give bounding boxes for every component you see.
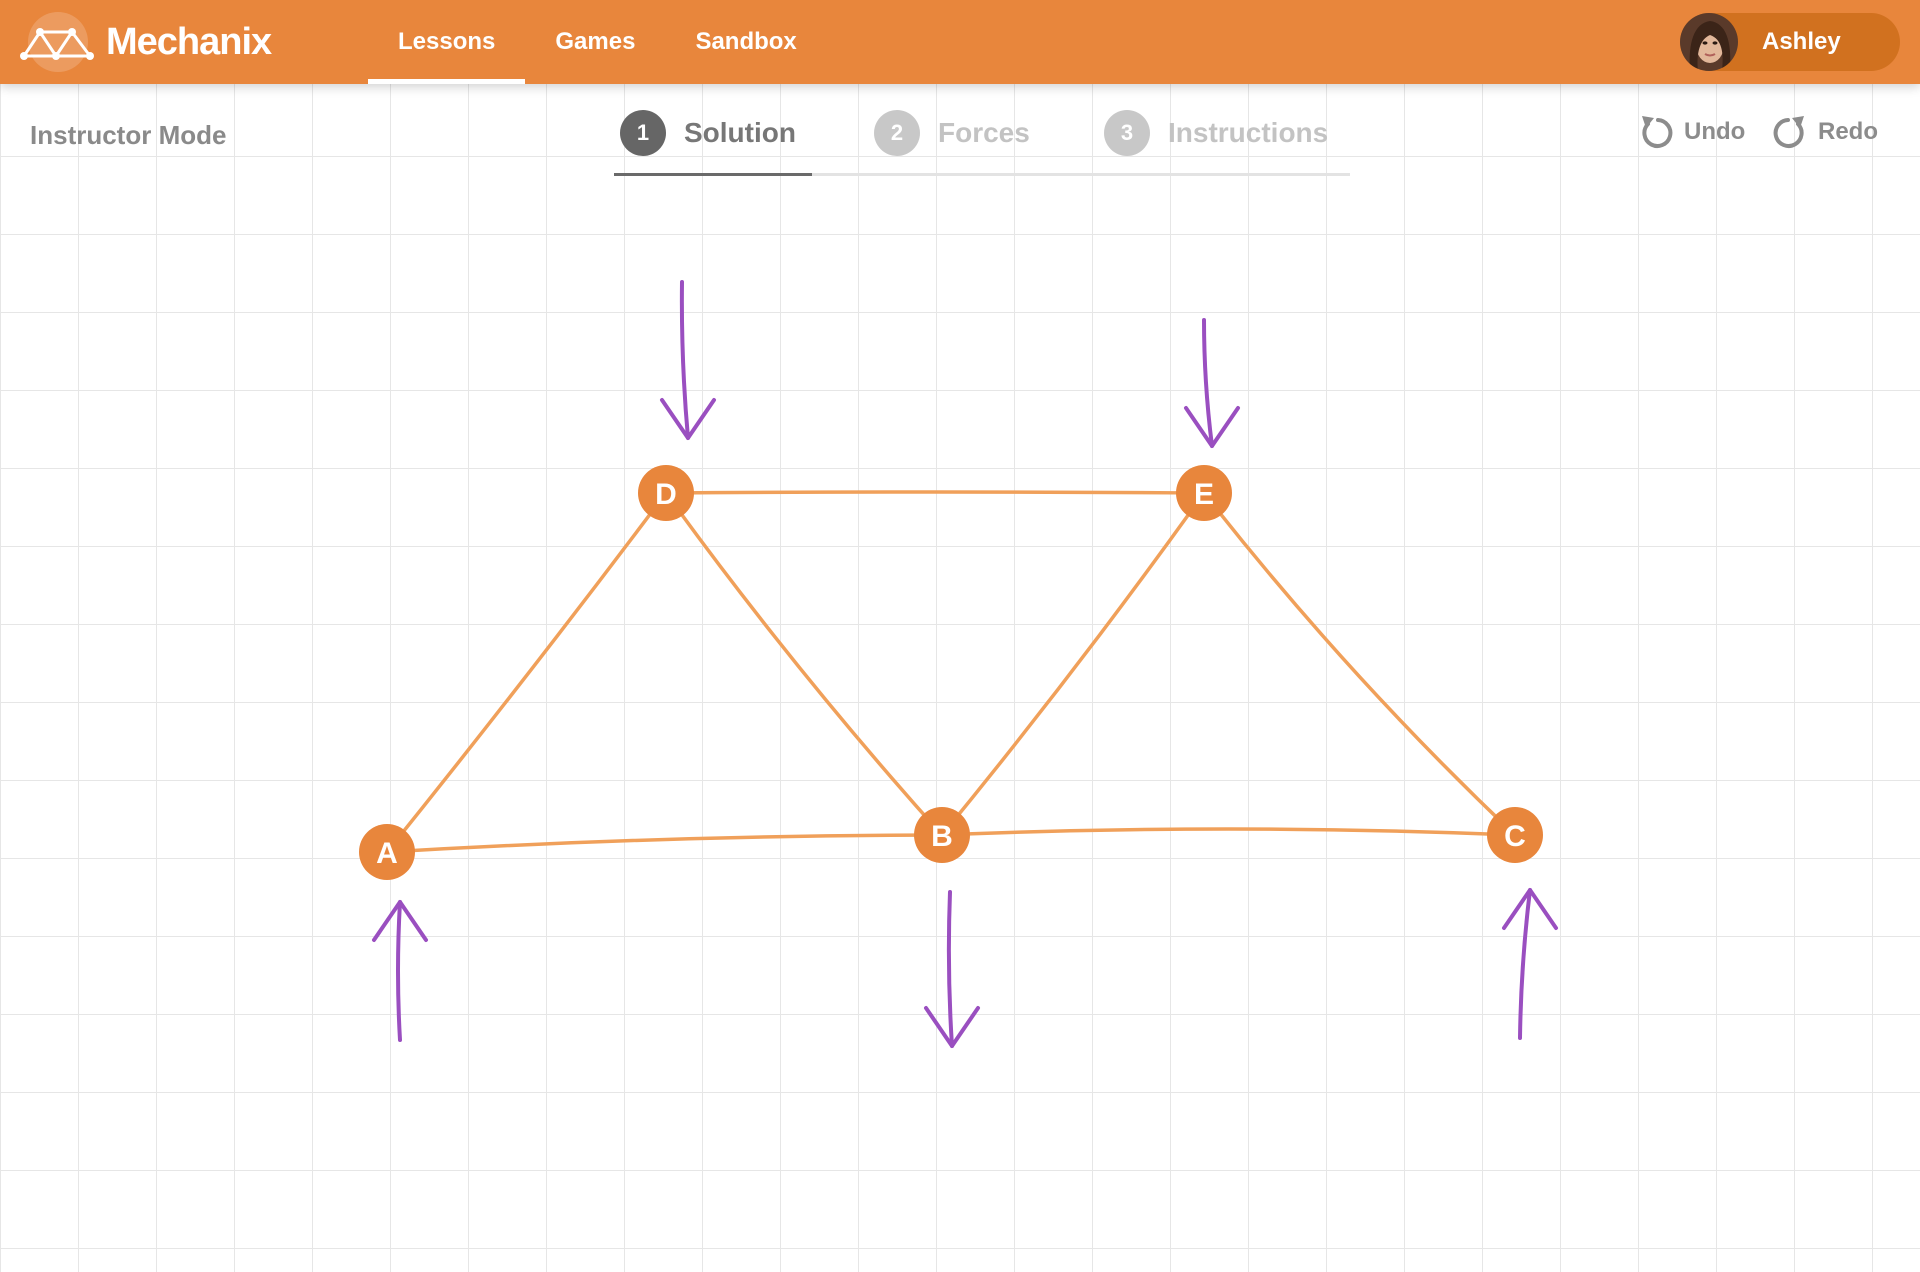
step-forces-label: Forces [938,117,1030,148]
step-tabs: 1 Solution 2 Forces 3 Instructions [614,108,1350,176]
force-arrow-B[interactable] [946,890,954,1048]
force-arrowhead-E [1184,406,1240,448]
node-circle-B [914,807,970,863]
step-solution[interactable]: 1 Solution [620,110,796,156]
redo-icon [1773,116,1804,148]
force-arrowhead-B [924,1006,980,1048]
node-D[interactable]: D [638,465,694,521]
user-menu[interactable]: Ashley [1680,13,1900,71]
nav-sandbox-label: Sandbox [695,28,797,55]
node-B[interactable]: B [914,807,970,863]
force-arrowhead-C [1502,888,1558,930]
member-AB[interactable] [385,833,944,854]
member-AD[interactable] [385,491,668,854]
node-label-E: E [1194,478,1214,511]
force-arrows [372,280,1558,1048]
step-instructions-number: 3 [1104,110,1150,156]
steps-track [614,173,1350,176]
step-forces-number: 2 [874,110,920,156]
app-name: Mechanix [106,20,272,63]
node-circle-C [1487,807,1543,863]
member-EB[interactable] [940,491,1206,837]
step-instructions-label: Instructions [1168,117,1329,148]
node-label-A: A [376,837,398,870]
redo-button[interactable]: Redo [1770,112,1878,152]
member-BC[interactable] [940,827,1517,837]
node-label-B: B [931,820,953,853]
brand[interactable]: Mechanix [20,10,272,74]
undo-label: Undo [1684,118,1746,145]
instructor-mode-label: Instructor Mode [30,120,227,150]
nav-sandbox[interactable]: Sandbox [665,0,826,84]
node-circle-E [1176,465,1232,521]
redo-label: Redo [1818,118,1878,145]
node-circle-D [638,465,694,521]
top-bar: Mechanix Lessons Games Sandbox Ashley [0,0,1920,84]
force-arrow-A[interactable] [396,900,402,1042]
node-circle-A [359,824,415,880]
node-E[interactable]: E [1176,465,1232,521]
node-C[interactable]: C [1487,807,1543,863]
force-arrow-C[interactable] [1518,888,1532,1040]
truss-members [385,490,1517,854]
nav-lessons[interactable]: Lessons [368,0,526,84]
node-label-C: C [1504,820,1526,853]
member-DE[interactable] [664,490,1206,495]
force-arrowhead-D [660,398,716,440]
nav-lessons-label: Lessons [398,28,496,55]
step-solution-label: Solution [684,117,796,148]
member-DB[interactable] [664,491,944,837]
truss-nodes: A B C D E [359,465,1543,880]
step-instructions[interactable]: 3 Instructions [1104,110,1328,156]
node-label-D: D [655,478,677,511]
main-nav: Lessons Games Sandbox [368,0,827,84]
force-arrow-D[interactable] [679,280,690,440]
steps-track-active [614,173,812,176]
undo-icon [1642,116,1673,148]
force-arrowhead-A [372,900,428,942]
mechanix-logo-icon [20,12,94,72]
force-arrow-E[interactable] [1202,318,1214,448]
user-name: Ashley [1762,28,1841,55]
node-A[interactable]: A [359,824,415,880]
nav-games-label: Games [555,28,636,55]
step-solution-number: 1 [620,110,666,156]
member-EC[interactable] [1202,491,1517,837]
avatar [1680,13,1738,71]
undo-button[interactable]: Undo [1636,112,1745,152]
step-forces[interactable]: 2 Forces [874,110,1030,156]
user-avatar-icon [1680,13,1738,71]
nav-games[interactable]: Games [525,0,665,84]
